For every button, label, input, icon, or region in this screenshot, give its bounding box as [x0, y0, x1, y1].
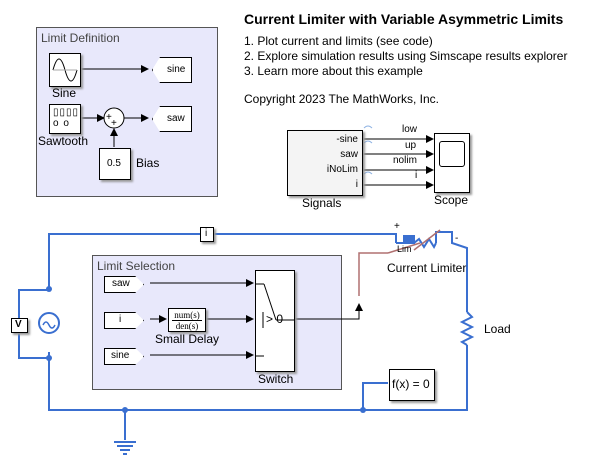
current-sensor-tag[interactable]: i — [200, 227, 214, 242]
from-saw-label: saw — [112, 278, 130, 289]
from-i[interactable]: i — [104, 312, 144, 329]
from-sine[interactable]: sine — [104, 348, 144, 365]
port-sine: -sine — [336, 134, 358, 145]
limiter-plus: + — [394, 221, 400, 232]
ac-voltage-source-icon — [38, 312, 60, 334]
port-saw: saw — [340, 149, 358, 160]
limit-selection-title: Limit Selection — [97, 259, 176, 273]
current-limiter-icon — [396, 235, 437, 250]
sawtooth-label: Sawtooth — [38, 134, 89, 148]
wire-top — [48, 233, 397, 290]
svg-text:+: + — [106, 112, 112, 123]
switch-criteria: > 0 — [266, 312, 284, 326]
link-learn-more[interactable]: 3. Learn more about this example — [244, 64, 423, 78]
current-limiter-label: Current Limiter — [387, 261, 467, 275]
wire-label-i: i — [415, 170, 418, 181]
switch-icon — [256, 283, 294, 357]
sawtooth-block[interactable]: ▯▯▯▯o o — [49, 104, 81, 134]
link-results-explorer[interactable]: 2. Explore simulation results using Sims… — [244, 49, 568, 63]
link-plot-current[interactable]: 1. Plot current and limits (see code) — [244, 34, 433, 48]
voltage-tag-label: V — [15, 319, 22, 330]
ps-signal-line — [358, 252, 388, 296]
model-title: Current Limiter with Variable Asymmetric… — [244, 11, 564, 27]
signal-line-switch-out — [293, 303, 363, 320]
tf-numerator: num(s) — [172, 310, 202, 321]
port-inolim: iNoLim — [326, 164, 358, 175]
sine-label: Sine — [52, 86, 77, 100]
scope-screen-icon — [439, 141, 465, 167]
signals-block[interactable]: -sine saw iNoLim i — [287, 130, 363, 196]
voltage-sensor-tag[interactable]: V — [11, 318, 28, 333]
sine-block[interactable] — [49, 53, 81, 87]
scope-label: Scope — [434, 193, 469, 207]
copyright: Copyright 2023 The MathWorks, Inc. — [244, 92, 439, 106]
signal-logging-icons — [363, 125, 373, 175]
current-tag-label: i — [205, 228, 208, 239]
goto-saw-label: saw — [167, 113, 185, 124]
ground-icon — [114, 441, 136, 455]
svg-text:+: + — [111, 118, 117, 129]
solver-label: f(x) = 0 — [392, 377, 430, 391]
bias-block[interactable]: 0.5 — [99, 148, 131, 180]
sawtooth-icon: ▯▯▯▯o o — [53, 107, 80, 129]
from-i-label: i — [119, 314, 122, 325]
port-i: i — [355, 179, 358, 190]
switch-label: Switch — [258, 372, 294, 386]
wire-label-nolim: nolim — [393, 155, 417, 166]
variable-arrow — [413, 229, 441, 251]
scope-block[interactable] — [434, 133, 470, 193]
switch-block[interactable]: > 0 — [255, 270, 295, 372]
limiter-minus: - — [455, 233, 459, 244]
goto-saw[interactable]: saw — [152, 106, 192, 132]
load-label: Load — [484, 322, 511, 336]
goto-sine[interactable]: sine — [152, 57, 192, 83]
sum-block — [103, 107, 125, 129]
wire-label-up: up — [405, 140, 417, 151]
load-resistor-icon — [459, 311, 475, 346]
from-sine-label: sine — [111, 350, 130, 361]
small-delay-label: Small Delay — [155, 332, 220, 346]
tf-denominator: den(s) — [175, 321, 199, 331]
bias-label: Bias — [136, 156, 160, 170]
bias-value: 0.5 — [107, 158, 121, 169]
small-delay-block[interactable]: num(s) den(s) — [168, 308, 206, 332]
signals-label: Signals — [302, 196, 342, 210]
lim-port-label: Lim — [397, 244, 412, 254]
wire-label-low: low — [402, 124, 418, 135]
limit-definition-title: Limit Definition — [41, 31, 120, 45]
from-saw[interactable]: saw — [104, 276, 144, 293]
sine-wave-icon — [52, 58, 78, 82]
solver-configuration-block[interactable]: f(x) = 0 — [389, 369, 435, 401]
goto-sine-label: sine — [167, 64, 186, 75]
